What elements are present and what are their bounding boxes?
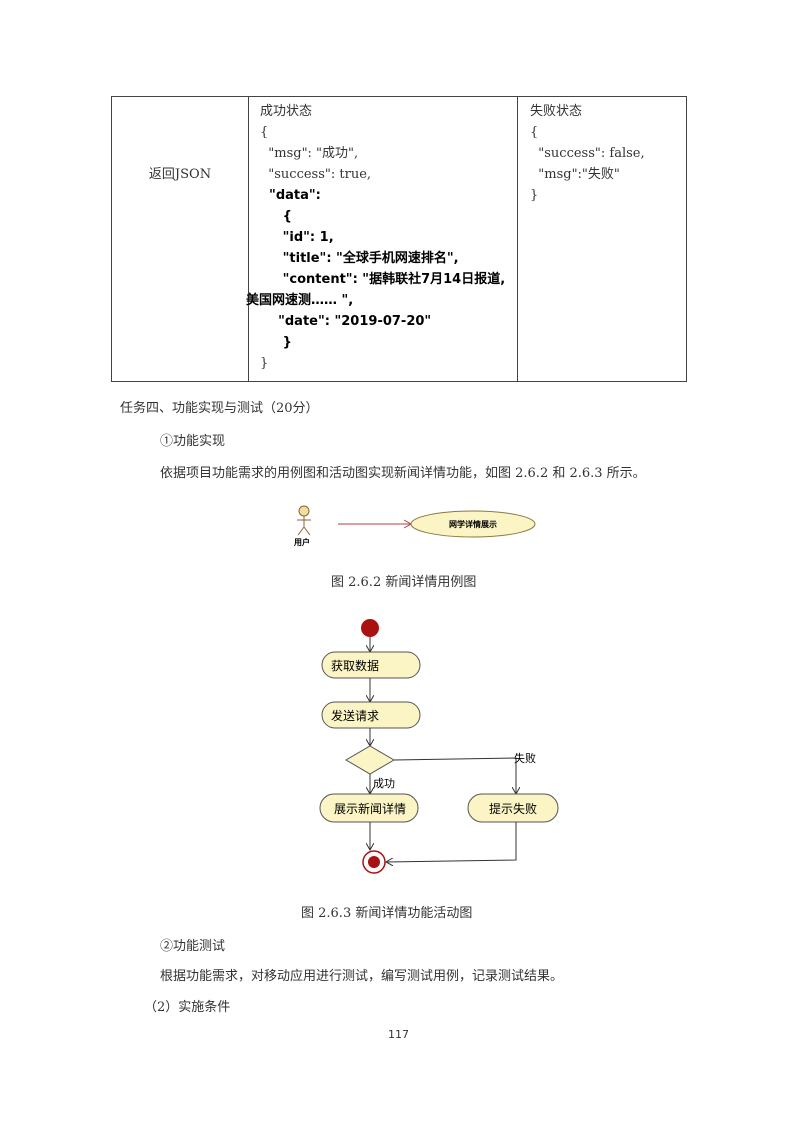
fail-state-title: 失败状态 [530,104,583,119]
guard-success: 成功 [373,777,395,790]
code-line-bold: 美国网速测…… ", [246,293,354,308]
usecase-label: 网学详情展示 [449,519,497,529]
success-state-block: 成功状态 { "msg": "成功", "success": true, [260,101,371,185]
table-row-label: 返回JSON [148,167,212,182]
activity-show-fail [467,793,559,823]
paragraph: 依据项目功能需求的用例图和活动图实现新闻详情功能，如图 2.6.2 和 2.6.… [160,466,646,481]
code-line: "success": true, [260,167,372,182]
code-line: "msg":"失败" [530,167,620,182]
code-line: { [530,125,539,140]
success-state-title: 成功状态 [260,104,313,119]
code-line-bold: { [260,209,292,224]
figure-caption: 图 2.6.2 新闻详情用例图 [331,575,477,590]
activity-get-data [321,651,421,679]
start-node [361,619,379,637]
section-heading: （2）实施条件 [144,1000,231,1015]
usecase-ellipse [410,510,536,538]
table-divider [248,97,249,381]
page-number: 117 [388,1028,409,1041]
activity-show-detail [319,793,419,823]
task-heading: 任务四、功能实现与测试（20分） [120,401,319,416]
paragraph: 根据功能需求，对移动应用进行测试，编写测试用例，记录测试结果。 [160,969,564,984]
subheading-implementation: ①功能实现 [160,434,226,449]
code-line-bold: "title": "全球手机网速排名", [260,251,459,266]
code-line: } [260,356,269,371]
activity-label: 展示新闻详情 [334,801,406,816]
activity-label: 发送请求 [331,708,379,723]
code-line-bold: "date": "2019-07-20" [260,314,432,329]
code-line: } [530,188,539,203]
guard-fail: 失败 [514,751,536,765]
code-line-bold: "id": 1, [260,230,334,245]
activity-label: 获取数据 [331,658,379,673]
activity-label: 提示失败 [489,801,537,816]
actor-label: 用户 [293,537,310,547]
activity-diagram: 获取数据 发送请求 失败 成功 展示新闻详情 提示失败 [319,619,559,874]
success-data-block: "data": { "id": 1, "title": "全球手机网速排名", … [246,185,505,353]
table-divider [517,97,518,381]
decision-node [345,745,395,775]
activity-send-request [321,701,421,729]
code-line-bold: "content": "据韩联社7月14日报道, [260,272,506,287]
code-line-bold: } [260,335,292,350]
subheading-testing: ②功能测试 [160,939,226,954]
code-line: "success": false, [530,146,645,161]
figure-caption: 图 2.6.3 新闻详情功能活动图 [301,906,473,921]
code-line: "msg": "成功", [260,146,359,161]
fail-state-block: 失败状态 { "success": false, "msg":"失败" } [530,101,645,206]
json-response-table: 返回JSON 成功状态 { "msg": "成功", "success": tr… [111,96,687,382]
usecase-diagram: 用户 网学详情展示 [293,505,536,547]
fail-flow [393,757,516,794]
actor-figure [297,505,311,536]
code-line-bold: "data": [260,188,321,203]
code-line: { [260,125,269,140]
